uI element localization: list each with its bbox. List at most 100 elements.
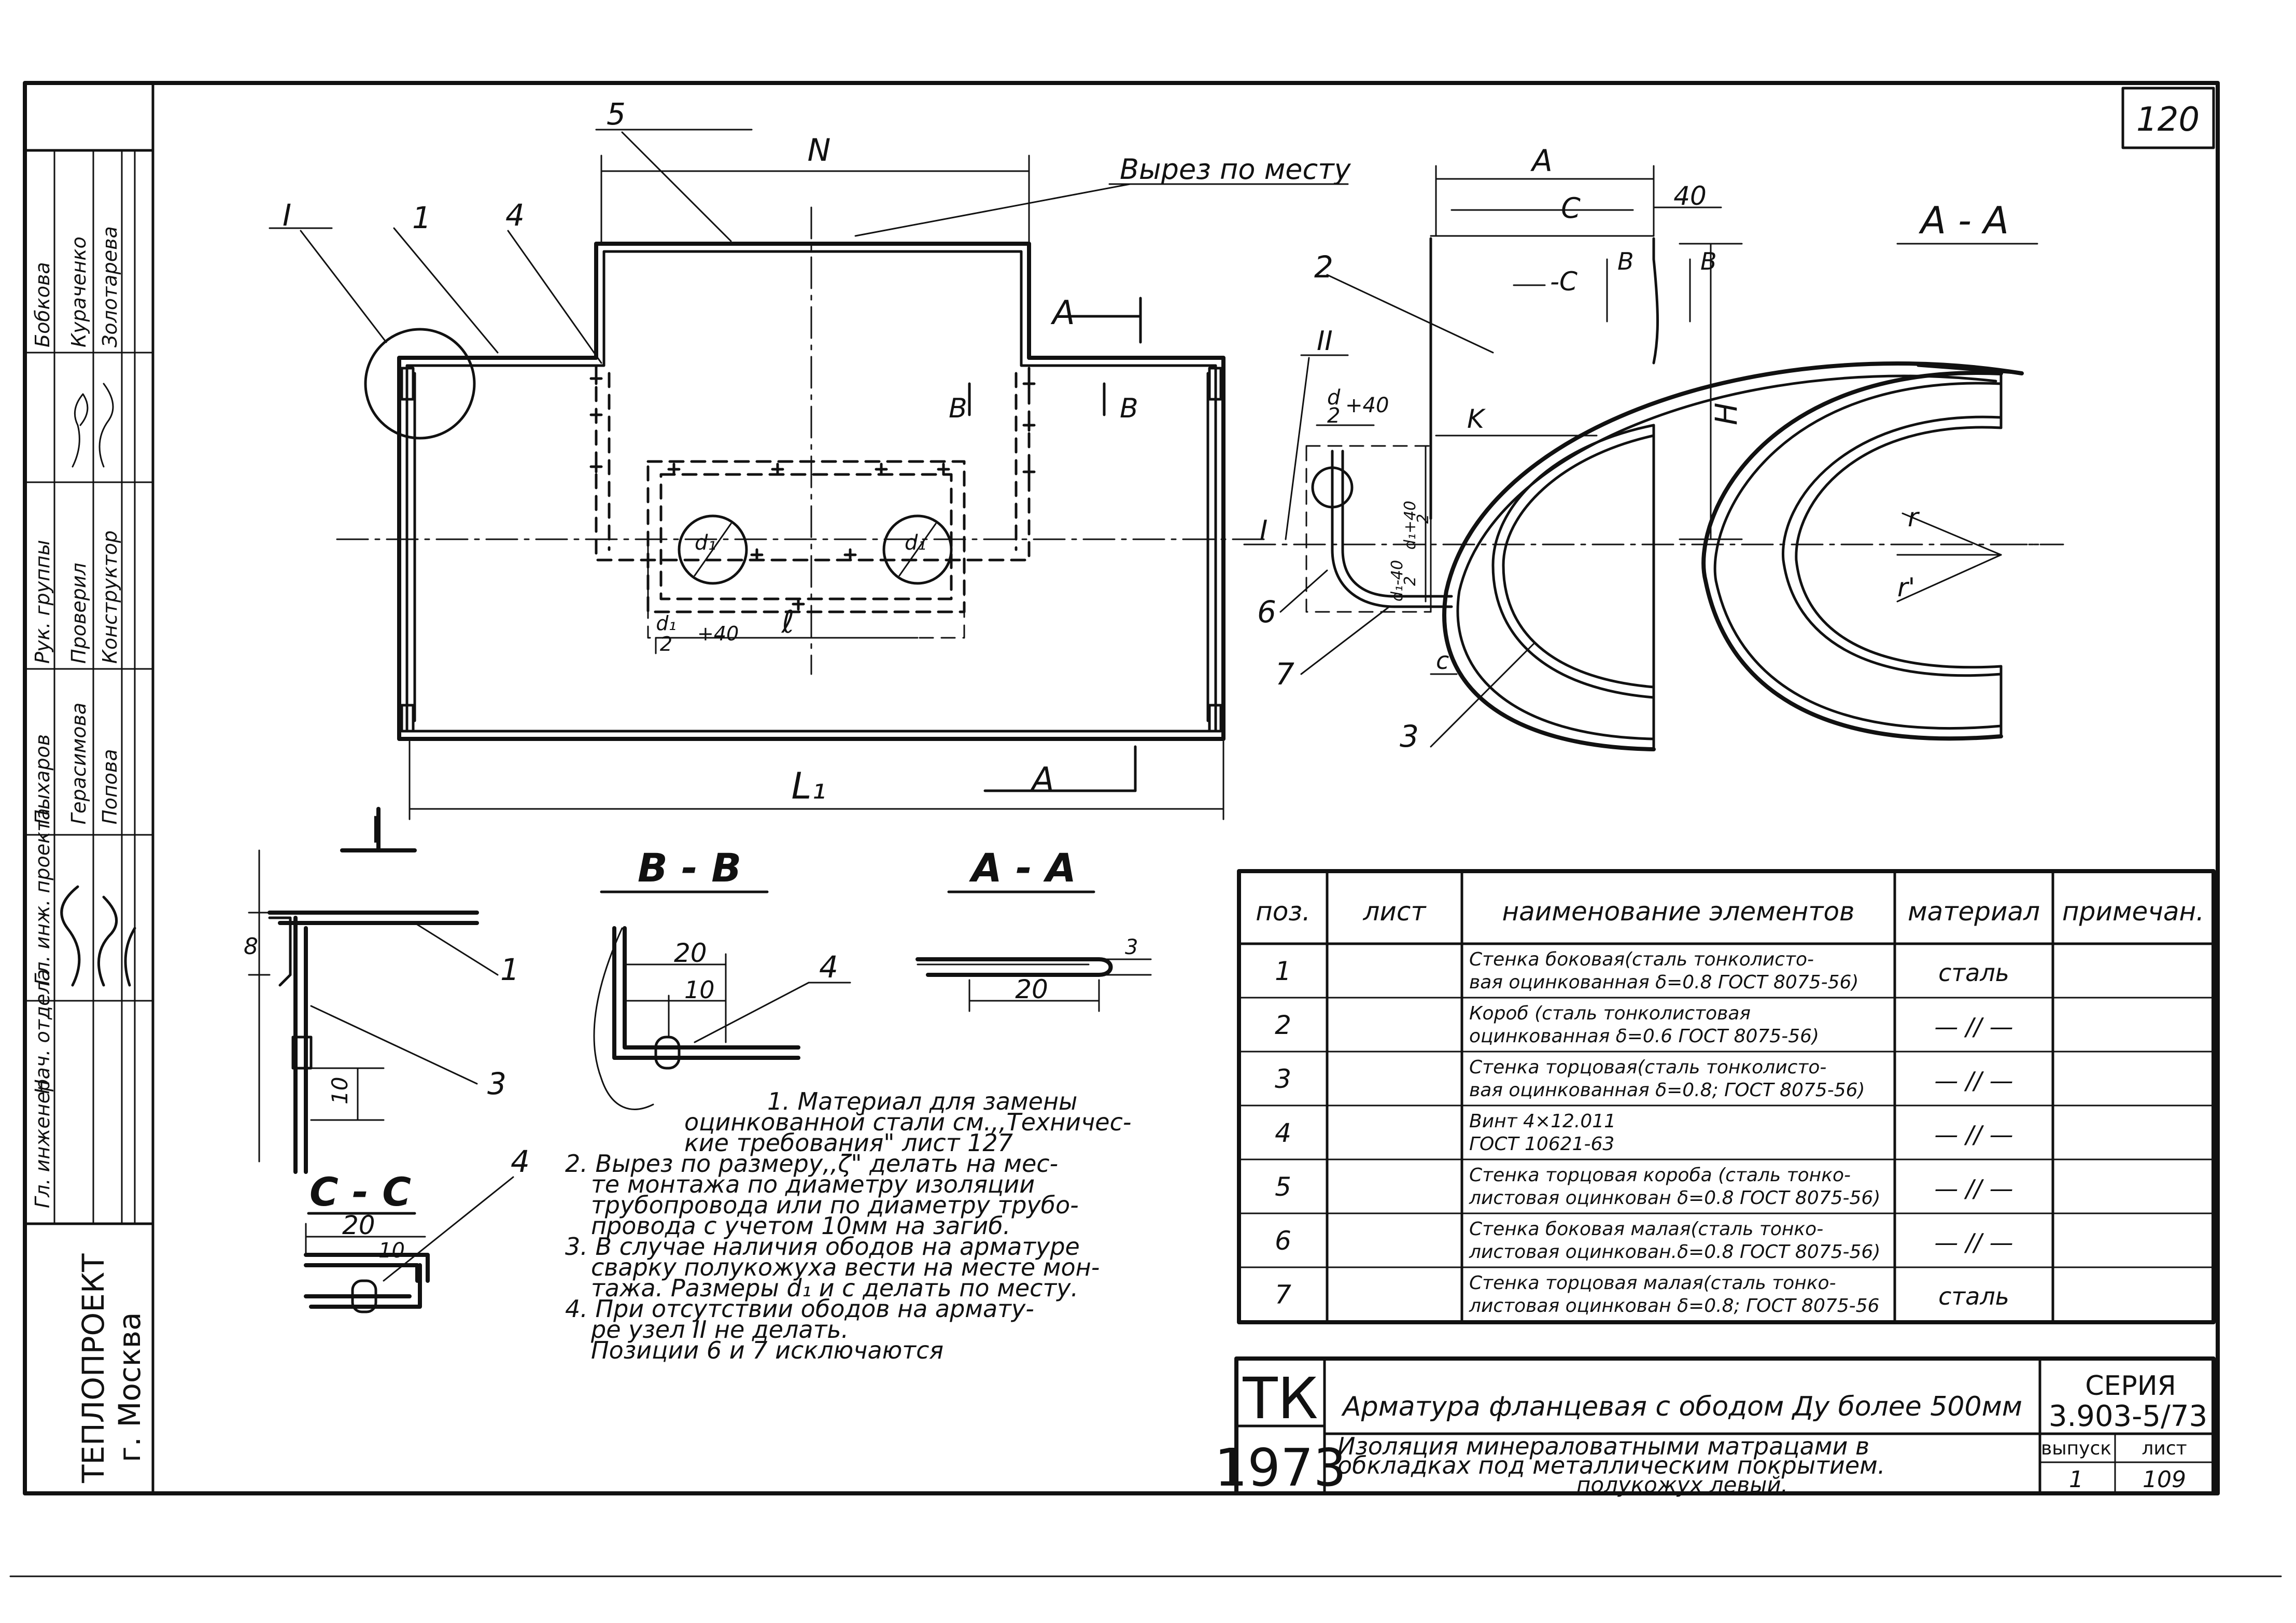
- dim-d-plus: +40: [1345, 394, 1389, 417]
- table-cell-material: — // —: [1934, 1174, 2013, 1202]
- dim-neg-c: -C: [1550, 267, 1577, 297]
- pos-6: 6: [1257, 594, 1276, 629]
- dim-10: 10: [327, 1077, 353, 1104]
- dim-c-bottom: c: [1436, 647, 1449, 675]
- sheet-number: 120: [2136, 101, 2200, 139]
- table-cell-material: сталь: [1938, 959, 2009, 987]
- plan-view: [336, 206, 1271, 741]
- node-ii-label: II: [1317, 326, 1333, 357]
- section-aa-title: А - А: [1919, 199, 2009, 242]
- table-cell-material: — // —: [1934, 1228, 2013, 1256]
- bb-pos-4: 4: [819, 949, 838, 985]
- table-cell-pos: 2: [1275, 1010, 1291, 1040]
- table-cell-pos: 5: [1275, 1172, 1291, 1202]
- dim-10-bb: 10: [684, 976, 715, 1004]
- table-cell-name: Винт 4×12.011: [1469, 1111, 1616, 1132]
- table-cell-material: — // —: [1934, 1067, 2013, 1095]
- note-line: оцинкованной стали см.,,Техничес-: [684, 1108, 1131, 1136]
- stamp-org: ТЕПЛОПРОЕКТ: [76, 1253, 111, 1484]
- dim-3-aa: 3: [1125, 935, 1138, 959]
- year: 1973: [1215, 1437, 1347, 1498]
- note-line: трубопровода или по диаметру трубо-: [591, 1191, 1079, 1219]
- sheet-frame: 1 20: [9, 81, 2282, 1577]
- section-aa-main: А - А r r': [1701, 199, 2038, 741]
- table-cell-name: листовая оцинкован δ=0.8 ГОСТ 8075-56): [1469, 1187, 1880, 1209]
- pos-4: 4: [505, 198, 525, 233]
- table-header: поз.: [1256, 897, 1311, 927]
- table-cell-pos: 7: [1275, 1280, 1291, 1310]
- series-label: СЕРИЯ: [2085, 1370, 2176, 1402]
- dim-small-4: 2: [1401, 576, 1419, 586]
- table-header: материал: [1908, 897, 2040, 927]
- section-mark-b-right: В: [1120, 393, 1138, 424]
- signature: [60, 885, 136, 987]
- note-line: 4. При отсутствии ободов на армату-: [565, 1295, 1034, 1323]
- name-5: Герасимова: [67, 703, 90, 824]
- dim-d-den: 2: [1327, 404, 1340, 428]
- name-4: Пыхаров: [31, 734, 54, 824]
- name-6: Попова: [98, 749, 121, 824]
- table-cell-material: — // —: [1934, 1121, 2013, 1149]
- issue-label: выпуск: [2041, 1438, 2111, 1459]
- table-cell-name: листовая оцинкован δ=0.8; ГОСТ 8075-56: [1469, 1295, 1879, 1317]
- pos-1: 1: [412, 200, 431, 235]
- table-cell-name: вая оцинкованная δ=0.8 ГОСТ 8075-56): [1469, 972, 1858, 993]
- dim-20-cc: 20: [342, 1210, 375, 1240]
- table-cell-name: листовая оцинкован.δ=0.8 ГОСТ 8075-56): [1469, 1241, 1880, 1263]
- role-designer: Конструктор: [98, 530, 121, 664]
- detail-i: 8 10 1 3: [244, 849, 519, 1174]
- cut-note: Вырез по месту: [1120, 153, 1351, 186]
- section-mark-a-bottom: A: [1030, 761, 1054, 799]
- dim-c-top: C: [1561, 192, 1581, 225]
- table-cell-pos: 3: [1275, 1064, 1291, 1094]
- detail-pos-3: 3: [487, 1066, 506, 1101]
- dim-small-1: d₁+40: [1401, 501, 1419, 550]
- hole-d1-left: d₁: [695, 531, 716, 555]
- role-dept-head: Нач. отдела: [31, 969, 54, 1094]
- title-block: ТК 1973 Арматура фланцевая с ободом Ду б…: [1215, 1356, 2216, 1498]
- note-line: провода с учетом 10мм на загиб.: [591, 1212, 1010, 1240]
- dim-small-2: 2: [1414, 514, 1432, 524]
- section-bb: В - В 20 10 4: [593, 845, 851, 1110]
- pos-7: 7: [1275, 656, 1294, 692]
- issue-value: 1: [2069, 1466, 2083, 1493]
- section-mark-a: A: [1050, 294, 1075, 332]
- title-line-3: обкладках под металлическим покрытием.: [1337, 1451, 1885, 1479]
- table-cell-pos: 4: [1275, 1118, 1291, 1148]
- stamp-city: г. Москва: [112, 1312, 147, 1462]
- table-cell-name: оцинкованная δ=0.6 ГОСТ 8075-56): [1469, 1026, 1819, 1047]
- table-cell-name: Короб (сталь тонколистовая: [1469, 1003, 1751, 1024]
- note-line: Позиции 6 и 7 исключаются: [591, 1336, 943, 1364]
- note-line: тажа. Размеры d₁ и c делать по месту.: [591, 1274, 1078, 1302]
- table-cell-name: Стенка торцовая короба (сталь тонко-: [1469, 1165, 1851, 1186]
- table-cell-name: Стенка боковая малая(сталь тонко-: [1469, 1219, 1823, 1240]
- name-3: Золотарева: [98, 226, 121, 347]
- role-group-head: Рук. группы: [31, 540, 54, 664]
- pos-3: 3: [1400, 719, 1419, 754]
- note-line: 1. Материал для замены: [767, 1087, 1077, 1115]
- name-2: Кураченко: [67, 236, 90, 347]
- section-mark-i: I: [371, 809, 382, 851]
- node-i-side: I: [1260, 515, 1267, 546]
- section-aa-small: А - А 20 3: [915, 845, 1152, 1012]
- dim-40: 40: [1673, 181, 1707, 211]
- note-line: кие требования" лист 127: [684, 1129, 1013, 1157]
- table-cell-pos: 1: [1275, 956, 1291, 986]
- detail-pos-1: 1: [500, 952, 519, 987]
- dim-small-3: d₁-40: [1388, 560, 1406, 601]
- dim-b1: В: [1617, 247, 1634, 275]
- table-header: лист: [1362, 897, 1427, 927]
- radius-r: r: [1908, 502, 1920, 533]
- dim-d1-frac: d₁: [656, 612, 676, 635]
- table-cell-material: сталь: [1938, 1282, 2009, 1310]
- table-cell-pos: 6: [1275, 1226, 1291, 1256]
- pos-5: 5: [607, 96, 626, 132]
- pos-2: 2: [1314, 249, 1333, 285]
- table-header: наименование элементов: [1502, 897, 1854, 927]
- note-line: те монтажа по диаметру изоляции: [591, 1170, 1035, 1198]
- role-project-engineer: Гл. инж. проекта: [31, 808, 54, 985]
- note-line: ре узел II не делать.: [590, 1316, 849, 1344]
- sheet-value: 109: [2143, 1466, 2186, 1493]
